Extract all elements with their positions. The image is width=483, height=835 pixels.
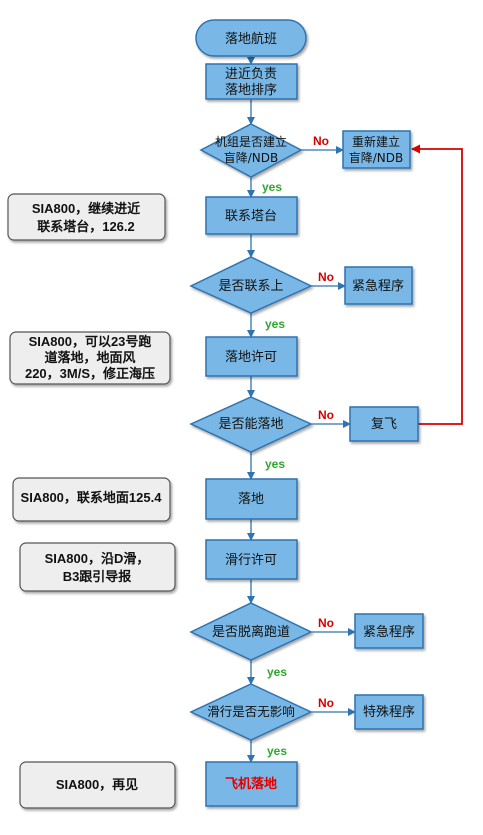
- label-yes-runway: yes: [267, 665, 287, 679]
- approach-label-2: 落地排序: [225, 83, 277, 98]
- can-land-label: 是否能落地: [218, 417, 283, 432]
- note-goodbye: [19, 761, 176, 809]
- label-no-ndb: No: [313, 134, 329, 148]
- ndb-decision-label-2: 盲降/NDB: [224, 150, 279, 165]
- note-contact-ground: [12, 477, 171, 522]
- note-1-line-2: 联系塔台，126.2: [37, 219, 135, 234]
- note-2-line-3: 220，3M/S，修正海压: [25, 366, 155, 381]
- label-yes-ndb: yes: [262, 180, 282, 194]
- special-procedure-node: [354, 694, 424, 730]
- taxi-clearance-label: 滑行许可: [225, 553, 277, 568]
- landing-clearance-label: 落地许可: [225, 350, 277, 365]
- taxi-ok-decision: [189, 683, 313, 741]
- note-4-line-2: B3跟引导报: [63, 569, 133, 584]
- note-cleared-to-land: [9, 331, 171, 385]
- end-node: [205, 761, 298, 807]
- label-no-contact: No: [318, 270, 334, 284]
- note-5-line-1: SIA800，再见: [56, 777, 138, 792]
- landing-label: 落地: [238, 492, 264, 507]
- contact-tower-label: 联系塔台: [225, 209, 277, 224]
- off-runway-label: 是否脱离跑道: [212, 624, 290, 640]
- label-yes-contact: yes: [265, 317, 285, 331]
- end-label: 飞机落地: [225, 776, 277, 792]
- start-label: 落地航班: [225, 31, 277, 47]
- landing-node: [205, 478, 298, 520]
- taxi-ok-label: 滑行是否无影响: [207, 704, 295, 719]
- contact-decision-label: 是否联系上: [218, 279, 283, 294]
- go-around-node: [349, 406, 419, 442]
- emergency-node-1: [344, 266, 413, 305]
- note-3-line-1: SIA800，联系地面125.4: [21, 490, 163, 505]
- label-yes-taxiok: yes: [267, 744, 287, 758]
- ndb-decision-label-1: 机组是否建立: [215, 134, 287, 149]
- ndb-decision: [199, 123, 303, 178]
- note-2-line-1: SIA800，可以23号跑: [29, 334, 152, 349]
- landing-clearance-node: [205, 336, 298, 377]
- label-no-runway: No: [318, 616, 334, 630]
- rebuild-label-2: 盲降/NDB: [349, 150, 404, 165]
- off-runway-decision: [189, 602, 313, 661]
- emergency-node-2: [354, 613, 424, 649]
- emergency-label-2: 紧急程序: [363, 625, 415, 640]
- rebuild-ndb-node: [342, 130, 411, 169]
- go-around-label: 复飞: [371, 417, 397, 432]
- emergency-label-1: 紧急程序: [352, 279, 404, 294]
- rebuild-label-1: 重新建立: [352, 134, 400, 149]
- note-4-line-1: SIA800，沿D滑，: [45, 551, 150, 566]
- label-yes-land: yes: [265, 457, 285, 471]
- note-1-line-1: SIA800，继续进近: [32, 201, 140, 216]
- start-node: [195, 19, 307, 57]
- taxi-clearance-node: [205, 539, 298, 580]
- note-continue-approach: [7, 193, 166, 241]
- special-procedure-label: 特殊程序: [363, 705, 415, 720]
- can-land-decision: [189, 396, 313, 453]
- label-no-land: No: [318, 408, 334, 422]
- connectors: [247, 56, 356, 763]
- note-taxi-via-d: [19, 542, 176, 592]
- approach-node: [205, 63, 298, 100]
- note-2-line-2: 道落地，地面风: [44, 350, 135, 365]
- go-around-loop-arrow: [411, 144, 463, 425]
- label-no-taxiok: No: [318, 696, 334, 710]
- contact-decision: [189, 256, 313, 314]
- contact-tower-node: [205, 196, 298, 235]
- approach-label-1: 进近负责: [225, 67, 277, 82]
